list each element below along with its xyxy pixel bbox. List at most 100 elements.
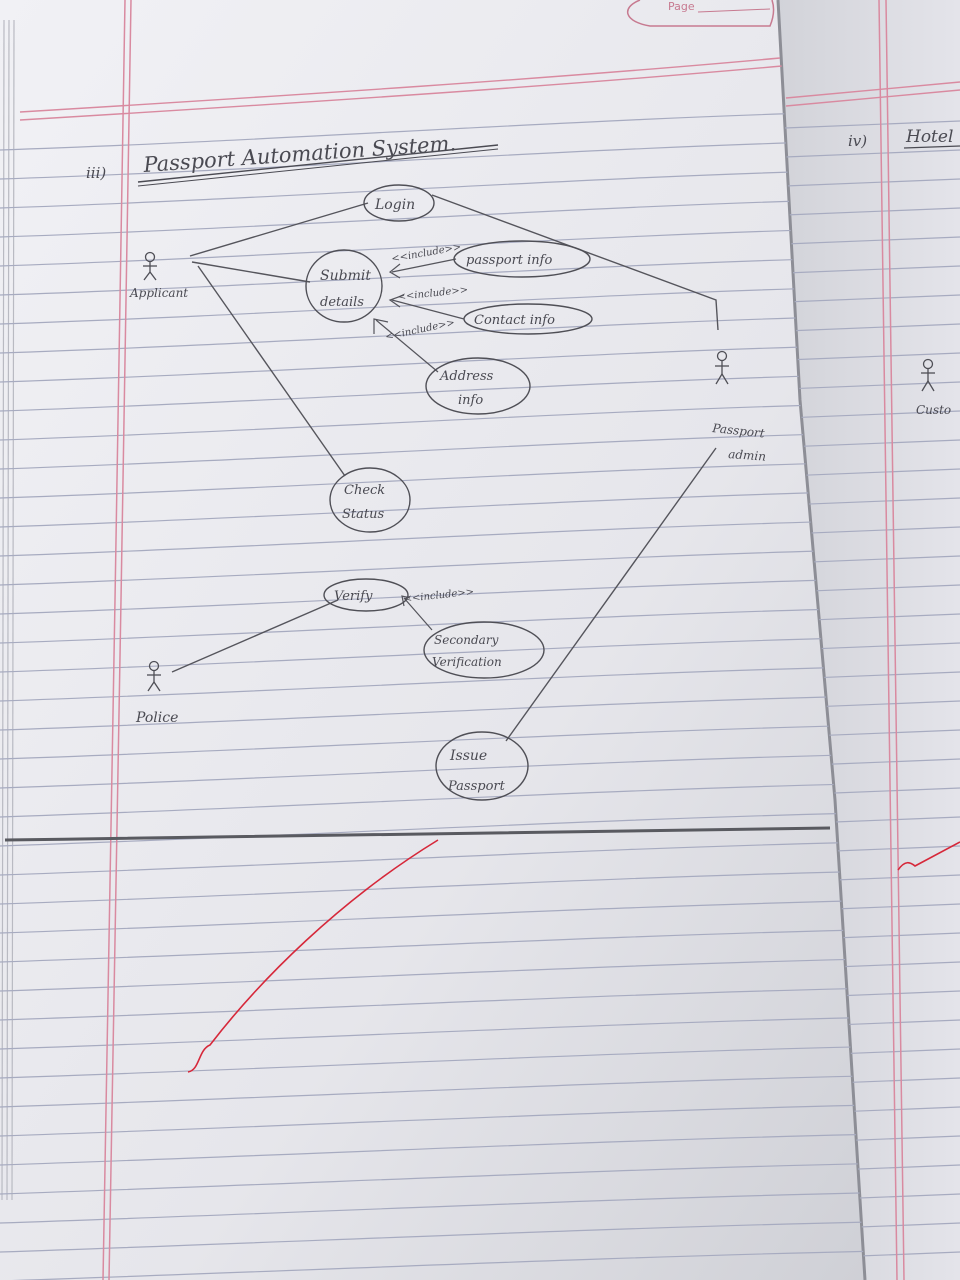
assoc-applicant-check-status — [197, 265, 346, 477]
use-case-address-info-line1: Address — [439, 369, 494, 384]
ruled-line — [0, 1162, 865, 1195]
use-case-secondary-verification-shape — [423, 621, 545, 679]
assoc-login-admin — [431, 194, 719, 331]
ruled-line — [0, 285, 865, 325]
ruled-line — [778, 265, 960, 275]
use-case-issue-passport-shape — [435, 731, 529, 801]
use-case-issue-passport-line1: Issue — [449, 748, 487, 764]
ruled-line — [0, 139, 865, 180]
actor-police-label: Police — [135, 710, 178, 726]
ruled-line — [0, 432, 865, 470]
use-case-check-status-line2: Status — [342, 507, 384, 522]
ruled-line — [0, 753, 865, 789]
ruled-line — [0, 812, 865, 847]
use-case-submit-details-shape — [305, 249, 383, 323]
actor-applicant-label: Applicant — [129, 286, 188, 300]
red-check-mark-icon — [187, 839, 439, 1073]
next-page-title-fragment: Hotel — [905, 127, 953, 147]
ruled-line — [0, 490, 865, 528]
ruled-line — [0, 1045, 865, 1079]
ruled-line — [0, 841, 865, 876]
page-tab-icon — [627, 0, 775, 27]
header-rule — [19, 57, 960, 121]
ruled-line — [0, 899, 865, 934]
next-page-index: iv) — [848, 132, 867, 150]
ruled-line — [0, 987, 865, 1021]
red-check-mark-icon-right — [897, 841, 960, 871]
actor-applicant — [143, 251, 157, 281]
actor-police — [147, 660, 161, 692]
use-case-login: Login — [374, 197, 415, 213]
ruled-line — [0, 227, 865, 267]
ruled-line — [0, 519, 865, 557]
stick-figure-icon — [921, 358, 935, 392]
page-tab-label: Page — [668, 0, 695, 13]
use-case-issue-passport-line2: Passport — [447, 779, 506, 794]
use-case-passport-info: passport info — [466, 253, 552, 268]
actor-passport-admin — [715, 350, 729, 385]
assoc-applicant-submit — [191, 261, 311, 283]
assoc-applicant-login — [189, 202, 369, 257]
ruled-line — [0, 315, 865, 354]
page-tab: Page — [627, 0, 775, 27]
ruled-line — [0, 636, 865, 673]
stick-figure-icon — [147, 660, 161, 692]
ruled-line — [0, 1221, 865, 1253]
ruled-line — [0, 256, 865, 296]
ruled-lines-left — [0, 110, 865, 1280]
include-arrows — [373, 258, 465, 631]
page-edges — [1, 19, 15, 1201]
ruled-line — [0, 110, 865, 151]
use-case-passport-info-shape — [453, 240, 591, 278]
ruled-line — [0, 665, 865, 702]
ruled-line — [0, 782, 865, 818]
ruled-line — [0, 461, 865, 499]
ruled-line — [0, 1191, 865, 1224]
use-case-secondary-verification-line2: Verification — [432, 655, 502, 669]
use-case-address-info-shape — [425, 357, 531, 415]
ruled-line — [0, 695, 865, 731]
ruled-line — [0, 870, 865, 905]
actor-passport-admin-label-line2: admin — [728, 447, 767, 464]
ruled-line — [778, 178, 960, 188]
use-case-login-shape — [363, 184, 435, 222]
ruled-line — [0, 169, 865, 209]
ruled-line — [0, 1133, 865, 1166]
use-case-address-info-line2: info — [458, 393, 483, 408]
actor-passport-admin-label-line1: Passport — [711, 421, 766, 441]
ruled-line — [0, 402, 865, 441]
fold-line — [4, 826, 831, 842]
use-case-submit-details-line2: details — [320, 295, 364, 310]
ruled-line — [0, 928, 865, 963]
page-gutter — [776, 0, 867, 1280]
stick-figure-icon — [143, 251, 157, 281]
ruled-line — [778, 120, 960, 130]
ruled-line — [0, 1250, 865, 1280]
ruled-line — [0, 344, 865, 383]
use-case-contact-info: Contact info — [474, 313, 555, 328]
ruled-line — [778, 207, 960, 217]
next-page-actor-label: Custo — [916, 403, 951, 417]
ruled-line — [0, 1016, 865, 1050]
use-case-check-status-line1: Check — [344, 483, 385, 498]
next-page-title-underline — [903, 145, 960, 149]
stick-figure-icon — [715, 350, 729, 385]
ruled-line — [0, 198, 865, 238]
left-page — [0, 0, 865, 1280]
ruled-line — [0, 373, 865, 412]
use-case-contact-info-shape — [463, 303, 593, 335]
ruled-line — [778, 236, 960, 246]
ruled-line — [0, 1104, 865, 1137]
ruled-line — [778, 149, 960, 159]
ruled-line — [0, 607, 865, 644]
title-underline — [137, 144, 499, 183]
association-lines — [171, 194, 719, 742]
use-case-labels: Login Submit details passport info Conta… — [320, 197, 555, 794]
use-case-secondary-verification-line1: Secondary — [434, 633, 499, 647]
ruled-line — [0, 548, 865, 586]
ruled-line — [0, 724, 865, 760]
margin-lines — [102, 0, 905, 1280]
assoc-police-verify — [171, 599, 339, 673]
